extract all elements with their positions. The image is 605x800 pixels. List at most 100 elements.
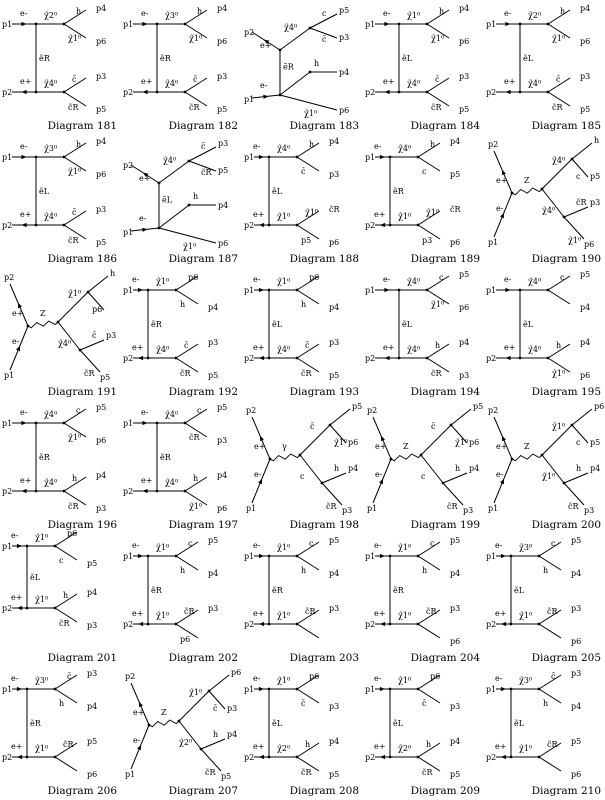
lower-line [420,454,444,484]
incoming-label: p2 [244,753,254,762]
vertex-dot [295,554,299,558]
incoming-label: p2 [244,620,254,629]
neutralino-label: χ̃4⁰ [528,345,541,354]
particle-line [571,142,593,160]
neutralino-label: c̄ [310,422,315,431]
outgoing-label: c̃R [205,768,216,777]
arrow-marker [379,478,383,485]
lower-line [541,188,565,218]
momentum-label: p4 [208,303,218,312]
outgoing-label: c̄ [201,142,206,151]
particle-line [63,224,87,240]
neutralino-label: χ̃1⁰ [519,611,532,620]
neutralino-label: χ̃1⁰ [304,109,317,118]
arrow-marker [379,154,386,160]
particle-line [442,482,464,506]
vertex-dot [183,421,187,425]
particle-line [296,688,320,704]
particle-line [184,422,208,438]
outgoing-label: c̄ [301,167,306,176]
momentum-label: p6 [218,239,228,248]
neutralino-label: χ̃4⁰ [44,478,57,487]
propagator-label: ẽL [272,320,283,329]
momentum-label: p3 [339,33,349,42]
propagator-label: ẽL [39,187,50,196]
incoming-label: p1 [365,685,375,694]
upper-line [57,291,89,323]
lepton-label: e- [495,674,503,683]
neutralino-label: χ̃4⁰ [552,156,565,165]
diagram-caption: Diagram 199 [410,519,480,531]
vertex-dot [53,544,57,548]
neutralino-label: χ̃3⁰ [519,543,532,552]
lepton-label: e+ [253,742,264,751]
momentum-label: c̃R [450,205,461,214]
particle-line [63,142,87,158]
incoming-label: p1 [2,685,12,694]
momentum-label: p3 [106,331,116,340]
particle-line [309,13,338,29]
vertex-dot [308,26,312,30]
vertex-dot [174,554,178,558]
lepton-label: e+ [383,343,394,352]
incoming-label: p2 [2,604,12,613]
particle-line [296,357,320,373]
momentum-label: p5 [339,6,349,15]
diagram-caption: Diagram 209 [410,785,480,797]
outgoing-label: c [576,172,581,181]
outgoing-label: c [197,406,202,415]
particle-line [563,206,589,218]
particle-line [296,210,320,226]
outgoing-label: c̄ [556,75,561,84]
incoming-label: p2 [365,354,375,363]
lepton-label: e+ [20,476,31,485]
particle-line [563,472,589,484]
vertex-dot [537,755,541,759]
momentum-label: p6 [96,170,106,179]
incoming-label: p1 [365,153,375,162]
arrow-marker [258,621,265,627]
momentum-label: p6 [580,371,590,380]
propagator-label: Z [524,442,530,451]
propagator-label: ẽR [393,187,405,196]
incoming-label: p2 [486,88,496,97]
incoming-label: p1 [244,286,254,295]
arrow-marker [21,154,27,160]
incoming-label: p2 [488,406,498,415]
arrow-marker [500,553,507,559]
momentum-label: p5 [352,402,362,411]
incoming-label: p1 [486,20,496,29]
incoming-label: p1 [488,504,498,513]
lepton-label: e- [254,470,262,479]
particle-line [63,9,87,25]
momentum-label: p4 [217,471,227,480]
outgoing-label: c [309,539,314,548]
momentum-label: p5 [571,737,581,746]
vertex-dot [295,755,299,759]
diagram-caption: Diagram 192 [168,386,238,398]
diagram-caption: Diagram 187 [168,253,238,265]
momentum-label: p5 [450,536,460,545]
momentum-label: p6 [329,238,339,247]
propagator-label: ẽR [393,586,405,595]
arrow-marker [16,686,23,692]
momentum-label: p4 [459,4,469,13]
upper-line [420,424,452,456]
outgoing-label: c̃R [68,103,79,112]
particle-line [79,339,105,351]
arrow-marker [142,89,148,95]
outgoing-label: c [560,273,565,282]
momentum-label: p4 [96,4,106,13]
outgoing-label: h [301,300,306,309]
propagator-label: ẽL [514,719,525,728]
lower-line [57,321,81,351]
arrow-marker [379,686,386,692]
vertex-dot [295,356,299,360]
gauge-boson-propagator [148,719,180,728]
neutralino-label: χ̃4⁰ [163,156,176,165]
gauge-boson-propagator [27,320,59,329]
arrow-marker [505,287,511,293]
outgoing-label: h [556,341,561,350]
